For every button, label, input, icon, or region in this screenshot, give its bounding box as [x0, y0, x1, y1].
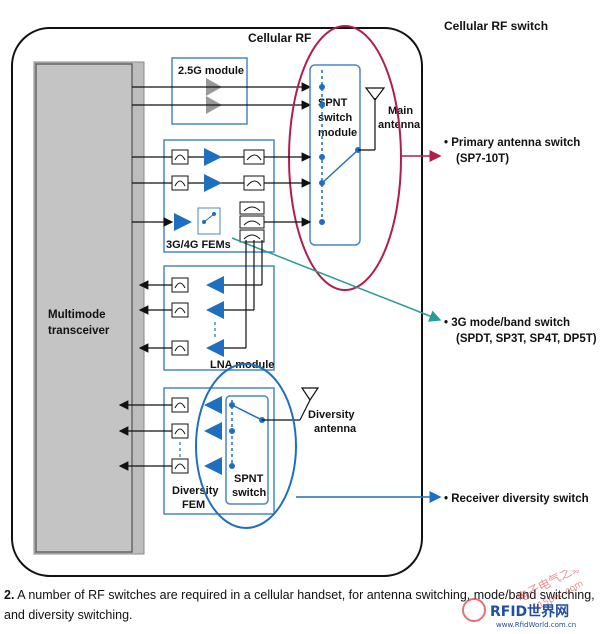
- div-row-1: [118, 396, 222, 414]
- figure-caption: 2. A number of RF switches are required …: [4, 585, 596, 625]
- watermark-logo: 电子电气之家 515pec.com RFID世界网 www.RfidWorld.…: [462, 570, 585, 629]
- module-25g-box: [171, 57, 248, 125]
- lna-module-box: [163, 265, 275, 371]
- mode-band-line1: • 3G mode/band switch: [444, 317, 570, 329]
- diversity-antenna-line2: antenna: [314, 423, 357, 435]
- diversity-antenna-line1: Diversity: [308, 409, 355, 421]
- spnt-div-line1: SPNT: [234, 473, 264, 485]
- lna-row-2: [138, 240, 255, 319]
- watermark-line4: www.RfidWorld.com.cn: [496, 621, 576, 629]
- transceiver-label-line2: transceiver: [48, 325, 110, 337]
- diversity-switch-highlight: [195, 363, 297, 529]
- spnt-div-line2: switch: [232, 487, 267, 499]
- spnt-diversity-switch: [225, 395, 269, 505]
- div-row-2: [118, 422, 222, 440]
- cellular-rf-switch-title: Cellular RF switch: [444, 19, 548, 33]
- watermark-line3: RFID世界网: [490, 603, 569, 620]
- fem-row-1: [132, 148, 312, 166]
- spnt-main-line1: SPNT: [318, 97, 348, 109]
- transceiver-label-line1: Multimode: [48, 309, 106, 321]
- cellular-rf-label: Cellular RF: [248, 31, 311, 45]
- mode-band-line2: (SPDT, SP3T, SP4T, DP5T): [456, 333, 597, 345]
- caption-text: A number of RF switches are required in …: [4, 588, 595, 622]
- module-25g-label: 2.5G module: [178, 65, 244, 77]
- main-antenna-line1: Main: [388, 105, 413, 117]
- rf-switch-diagram: Cellular RF Cellular RF switch Multimode…: [11, 19, 597, 577]
- div-row-3: [118, 457, 222, 475]
- diversity-fem-line1: Diversity: [172, 485, 219, 497]
- fem-row-2: [132, 174, 312, 192]
- spnt-main-line3: module: [318, 127, 357, 139]
- primary-switch-line1: • Primary antenna switch: [444, 137, 580, 149]
- fem-row-3: [132, 201, 312, 243]
- transceiver-inner-area: [35, 63, 133, 553]
- spnt-main-line2: switch: [318, 112, 353, 124]
- fems-3g4g-box: [163, 139, 275, 253]
- diversity-fem-line2: FEM: [182, 499, 205, 511]
- caption-number: 2.: [4, 588, 15, 602]
- fems-label: 3G/4G FEMs: [166, 239, 231, 251]
- main-antenna-icon: [358, 87, 386, 151]
- receiver-diversity-label: • Receiver diversity switch: [444, 493, 589, 505]
- lna-row-3: [138, 240, 247, 357]
- primary-switch-line2: (SP7-10T): [456, 153, 509, 165]
- primary-switch-highlight: [288, 25, 402, 291]
- lna-row-1: [138, 240, 263, 294]
